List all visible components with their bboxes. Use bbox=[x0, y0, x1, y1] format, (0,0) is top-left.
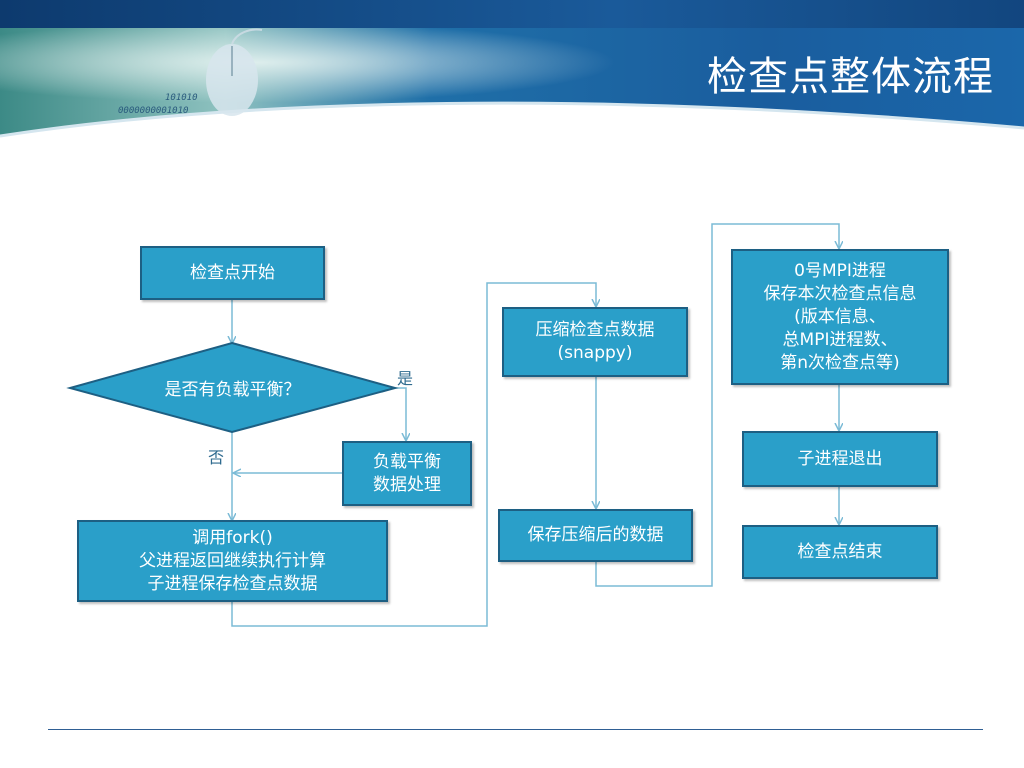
node-child-exit: 子进程退出 bbox=[742, 431, 938, 487]
edge-decision-yes bbox=[395, 387, 406, 440]
edge-fork-compress bbox=[231, 282, 596, 627]
node-mpi0-line-4: 总MPI进程数、 bbox=[782, 329, 898, 350]
decision-diamond bbox=[66, 341, 399, 434]
banner-binary-1: 101010 bbox=[165, 93, 198, 103]
node-end: 检查点结束 bbox=[742, 525, 938, 579]
node-fork-line-3: 子进程保存检查点数据 bbox=[147, 573, 318, 594]
node-fork-line-2: 父进程返回继续执行计算 bbox=[139, 550, 326, 571]
node-end-label: 检查点结束 bbox=[797, 541, 883, 562]
node-compress-line-1: 压缩检查点数据 bbox=[535, 320, 655, 340]
edge-label-no: 否 bbox=[208, 448, 225, 467]
top-bar bbox=[0, 0, 1024, 28]
node-save-compressed: 保存压缩后的数据 bbox=[498, 509, 693, 562]
slide-title: 检查点整体流程 bbox=[707, 54, 994, 100]
node-compress-line-2: (snappy) bbox=[557, 343, 633, 363]
node-mpi0: 0号MPI进程 保存本次检查点信息 (版本信息、 总MPI进程数、 第n次检查点… bbox=[731, 249, 949, 385]
node-mpi0-line-1: 0号MPI进程 bbox=[794, 260, 886, 281]
mouse-icon bbox=[206, 28, 263, 116]
node-fork-line-1: 调用fork() bbox=[192, 527, 273, 548]
banner-graphic bbox=[0, 28, 1024, 143]
node-mpi0-line-3: (版本信息、 bbox=[794, 306, 886, 327]
node-load-balance-line-1: 负载平衡 bbox=[373, 451, 441, 472]
node-start-label: 检查点开始 bbox=[190, 262, 275, 283]
node-load-balance-line-2: 数据处理 bbox=[373, 474, 441, 495]
node-fork: 调用fork() 父进程返回继续执行计算 子进程保存检查点数据 bbox=[77, 520, 388, 602]
node-save-compressed-label: 保存压缩后的数据 bbox=[527, 525, 664, 545]
node-start: 检查点开始 bbox=[140, 246, 325, 300]
edge-label-yes: 是 bbox=[397, 369, 414, 388]
node-load-balance: 负载平衡 数据处理 bbox=[342, 441, 472, 506]
node-mpi0-line-2: 保存本次检查点信息 bbox=[763, 283, 917, 304]
node-decision-label: 是否有负载平衡？ bbox=[164, 379, 301, 400]
node-child-exit-label: 子进程退出 bbox=[797, 448, 883, 469]
bottom-rule bbox=[48, 729, 983, 730]
node-mpi0-line-5: 第n次检查点等) bbox=[780, 352, 900, 373]
node-compress: 压缩检查点数据 (snappy) bbox=[502, 307, 688, 377]
header-banner: 101010 0000000001010 bbox=[0, 28, 1024, 143]
edge-save-mpi0 bbox=[595, 223, 839, 587]
banner-binary-2: 0000000001010 bbox=[118, 106, 189, 116]
